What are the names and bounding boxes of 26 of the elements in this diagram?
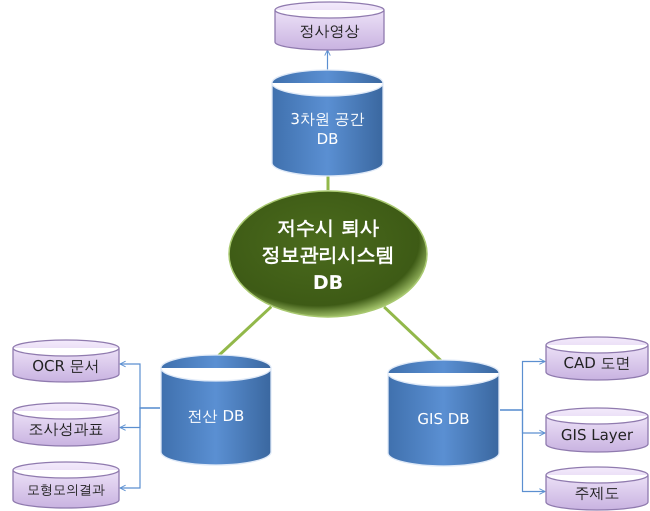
node-label: 조사성과표: [28, 420, 104, 439]
database-cylinder: [271, 70, 384, 176]
node-label: 3차원 공간 DB: [289, 109, 366, 150]
database-cylinder: [545, 337, 649, 380]
node-label: CAD 도면: [563, 354, 631, 373]
node-label: GIS DB: [416, 409, 471, 430]
database-cylinder: [545, 408, 649, 452]
database-cylinder: [12, 340, 120, 382]
node-label: 저수시 퇴사 정보관리시스템 DB: [260, 216, 396, 296]
node-label: 전산 DB: [186, 406, 246, 427]
node-label: 주제도: [574, 484, 620, 503]
database-cylinder: [274, 2, 385, 50]
arrow: [324, 50, 331, 70]
node-label: 정사영상: [300, 22, 360, 40]
node-label: 모형모의결과: [27, 482, 105, 499]
database-cylinder: [387, 360, 500, 466]
node-label: OCR 문서: [32, 356, 100, 376]
arrow: [120, 407, 160, 492]
connector-line: [326, 176, 330, 190]
node-label: GIS Layer: [560, 426, 634, 444]
database-cylinder: [545, 467, 649, 510]
arrow: [500, 409, 546, 495]
database-cylinder: [160, 355, 272, 465]
database-cylinder: [12, 462, 120, 508]
database-ellipse: [228, 190, 428, 318]
database-cylinder: [12, 403, 120, 446]
